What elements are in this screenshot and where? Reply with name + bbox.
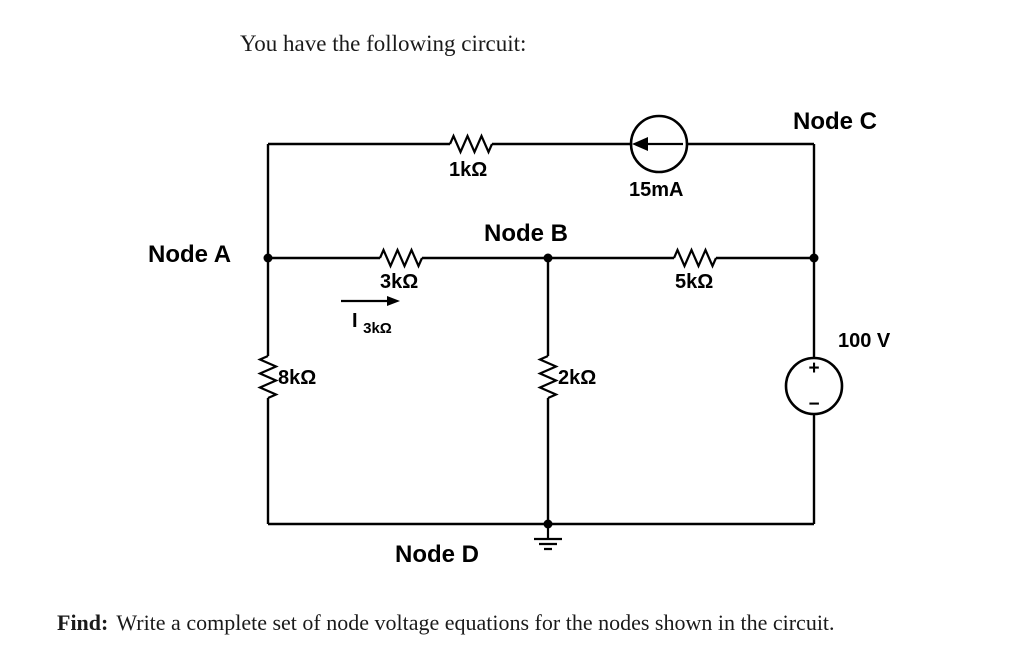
find-text: Write a complete set of node voltage equ… [116,610,835,635]
find-label: Find: [57,610,109,635]
find-statement: Find: Write a complete set of node voltag… [57,610,835,636]
label-resistor-8k: 8kΩ [278,367,316,389]
resistor-1k [448,133,494,155]
resistor-8k [257,354,279,400]
branch-current-arrowhead [387,296,400,306]
label-node-c: Node C [793,108,877,135]
resistor-5k [672,247,718,269]
resistor-2k [537,354,559,400]
label-node-b: Node B [484,220,568,247]
label-node-a: Node A [148,241,231,268]
label-resistor-5k: 5kΩ [675,271,713,293]
branch-current-label-base: I [352,310,358,332]
label-node-d: Node D [395,541,479,568]
page-title: You have the following circuit: [240,31,527,56]
branch-current-label-sub: 3kΩ [363,320,392,337]
junction-dot-node-c-branch [809,253,819,263]
voltage-source [784,356,844,416]
junction-dot-node-b [543,253,553,263]
junction-dot-node-a [263,253,273,263]
label-resistor-1k: 1kΩ [449,159,487,181]
voltage-source-plus-sign: + [808,358,819,379]
resistor-3k [378,247,424,269]
branch-current-label: I 3kΩ [352,310,392,337]
label-current-source: 15mA [629,179,683,201]
ground-symbol [534,524,562,551]
label-voltage-source: 100 V [838,330,891,352]
voltage-source-minus-sign: − [808,394,819,415]
label-resistor-2k: 2kΩ [558,367,596,389]
current-source-arrowhead [632,137,648,151]
label-resistor-3k: 3kΩ [380,271,418,293]
